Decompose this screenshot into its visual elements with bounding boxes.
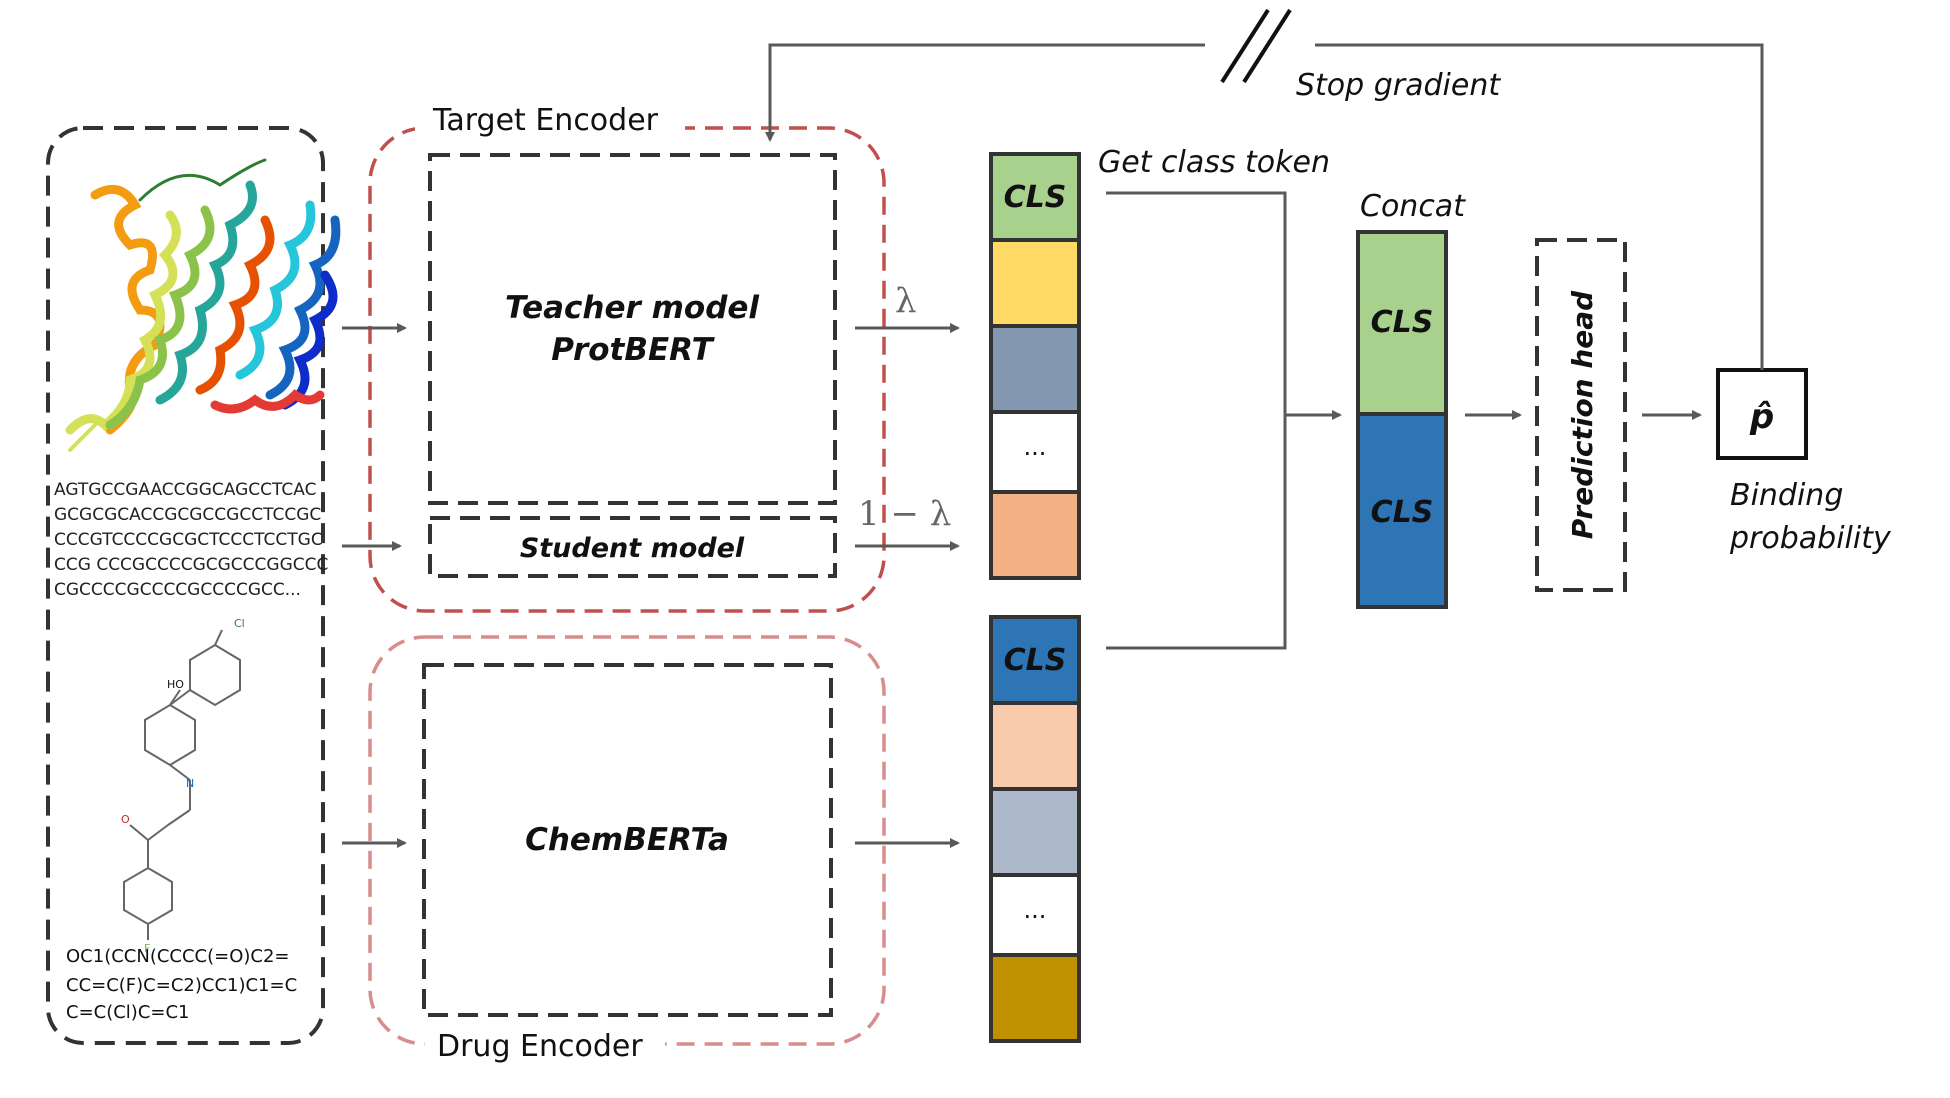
target-encoder-label: Target Encoder [432,103,659,138]
concat-cls-drug [1356,412,1448,609]
concat-label: Concat [1360,189,1466,224]
drug-encoder-label: Drug Encoder [437,1029,643,1064]
drug-cls-label: CLS [1004,643,1067,678]
molecule-structure-image [123,629,241,940]
stop-gradient-icon [1220,8,1292,84]
atom-n: N [186,777,194,790]
sequence-line-3: CCCGTCCCCGCGCTCCCTCCTGC [54,530,323,550]
drug-token-ellipsis [989,873,1081,957]
chemberta-label: ChemBERTa [525,822,729,858]
p-hat-label: p̂ [1749,397,1774,437]
lambda-label: λ [895,281,917,321]
student-model-box [428,516,837,578]
one-minus-lambda-label: 1 − λ [858,494,951,534]
stop-gradient-label: Stop gradient [1296,68,1501,103]
drug-token-5 [989,953,1081,1043]
concat-cls-top-label: CLS [1371,305,1434,340]
protbert-label: ProtBERT [551,332,715,368]
protein-cls-route [1106,191,1287,650]
sequence-line-2: GCGCGCACCGCGCCGCCTCCGC [54,505,321,525]
smiles-line-1: OC1(CCN(CCCC(=O)C2= [66,946,290,967]
smiles-line-3: C=C(Cl)C=C1 [66,1002,190,1023]
binding-probability-box [1716,368,1808,460]
atom-o: O [121,813,130,826]
chemberta-box [422,663,833,1017]
protein-token-3 [989,324,1081,414]
stop-gradient-route [765,43,1764,370]
input-panel [46,126,325,1045]
teacher-model-label: Teacher model [505,290,759,326]
concat-stack [1356,230,1448,609]
protein-token-cls [989,152,1081,242]
protein-token-5 [989,490,1081,580]
drug-token-cls [989,615,1081,705]
atom-ho: HO [167,678,184,691]
atom-f: F [144,942,150,955]
protein-token-2 [989,238,1081,328]
smiles-line-2: CC=C(F)C=C2)CC1)C1=C [66,975,297,996]
student-model-label: Student model [520,533,745,564]
binding-label: Binding [1730,478,1843,513]
sequence-line-5: CGCCCCGCCCCGCCCCGCC... [54,580,301,600]
probability-label: probability [1729,521,1892,556]
sequence-line-4: CCG CCCGCCCCGCGCCCGGCCC [54,555,328,575]
smiles-string: OC1(CCN(CCCC(=O)C2= CC=C(F)C=C2)CC1)C1=C… [66,946,297,1023]
atom-cl: Cl [234,617,245,630]
get-class-token-label: Get class token [1098,145,1330,180]
drug-token-stack [989,615,1081,1043]
protein-cls-label: CLS [1004,180,1067,215]
prediction-head-box [1535,238,1627,592]
drug-ellipsis-label: ... [1024,896,1047,924]
prediction-head-label: Prediction head [1566,290,1599,539]
molecule-atom-labels: Cl HO N O F [121,617,245,955]
sequence-line-1: AGTGCCGAACCGGCAGCCTCAC [54,480,316,500]
protein-token-stack [989,152,1081,580]
protein-ellipsis-label: ... [1024,433,1047,461]
protein-sequence: AGTGCCGAACCGGCAGCCTCAC GCGCGCACCGCGCCGCC… [54,480,328,600]
concat-cls-bottom-label: CLS [1371,495,1434,530]
drug-token-3 [989,787,1081,877]
drug-token-2 [989,701,1081,791]
protein-structure-image [65,158,341,452]
teacher-model-box [428,153,837,505]
